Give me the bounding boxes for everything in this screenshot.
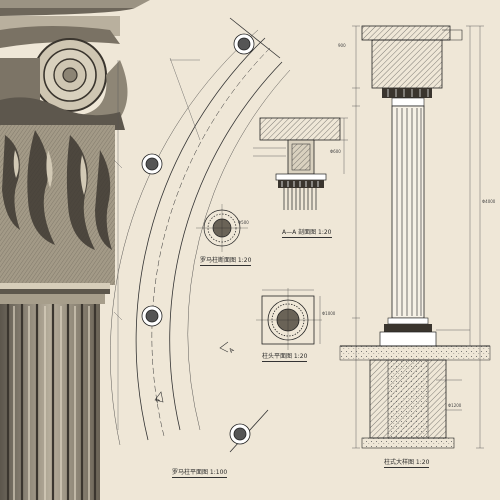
column-section-caption: 罗马柱断面图 1:20 — [200, 257, 252, 266]
elevation-dim-height: Φ4000 — [482, 199, 496, 204]
elevation-dim-top: 900 — [338, 43, 346, 48]
section-arrow-icon — [219, 341, 229, 353]
aa-section-dim: Φ600 — [330, 149, 341, 154]
base-detail-dim: Φ1000 — [322, 311, 336, 316]
column-section-drawing — [196, 204, 248, 252]
aa-section-drawing — [253, 117, 348, 210]
column-circles — [141, 33, 255, 445]
aa-section-caption: A—A 剖面图 1:20 — [282, 229, 332, 238]
column-elevation-drawing — [339, 25, 491, 449]
ionic-column-illustration — [0, 0, 150, 500]
arc-plan-drawing — [110, 17, 291, 453]
column-section-dim: Φ500 — [238, 220, 249, 225]
arc-plan-caption: 罗马柱平面图 1:100 — [172, 469, 228, 478]
elevation-caption: 柱式大样图 1:20 — [384, 459, 430, 468]
section-arrow-icon — [154, 391, 164, 403]
elevation-dim-base: Φ1200 — [448, 403, 462, 408]
base-detail-caption: 柱头平面图 1:20 — [262, 353, 308, 362]
base-detail-drawing — [256, 288, 322, 350]
